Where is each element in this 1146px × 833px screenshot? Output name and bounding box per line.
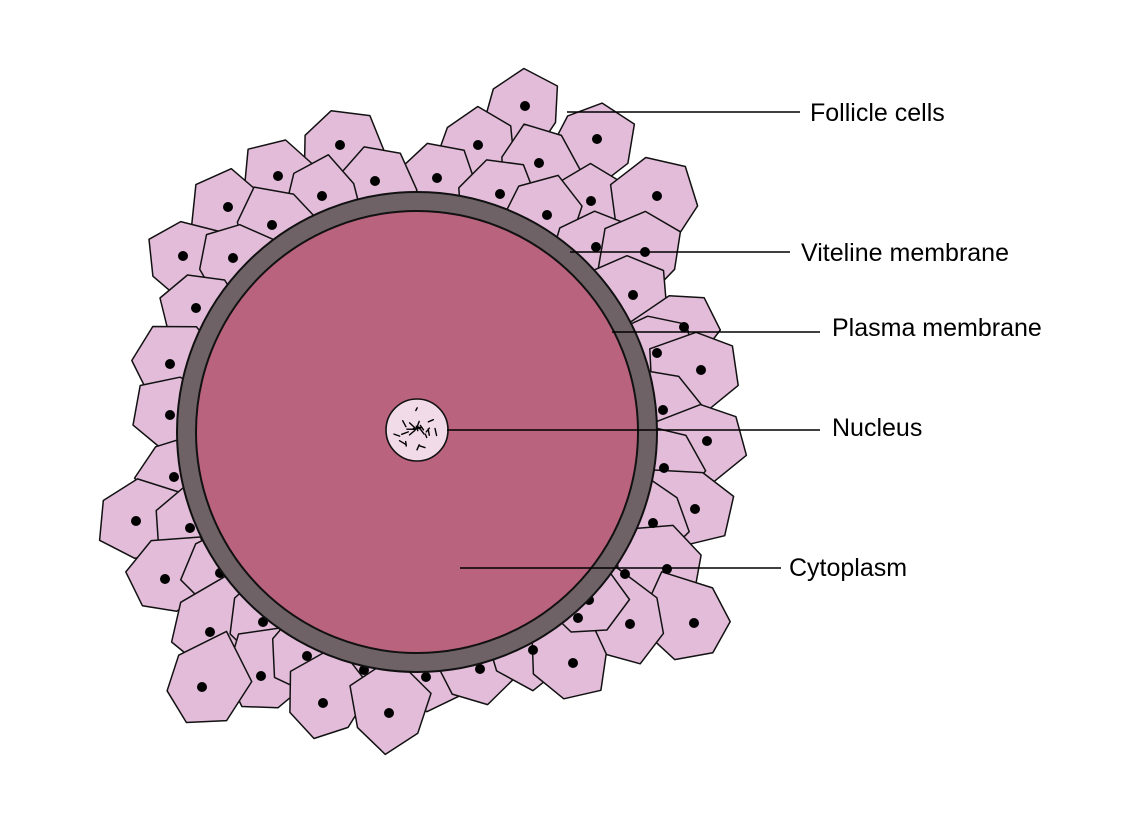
chromatin-speck [408,429,416,436]
follicle-cell-nucleus [205,627,215,637]
label-cytoplasm: Cytoplasm [789,554,907,582]
follicle-cell-nucleus [178,251,188,261]
follicle-cell-nucleus [160,574,170,584]
follicle-cell-nucleus [628,290,638,300]
follicle-cell-nucleus [592,134,602,144]
follicle-cell-nucleus [652,191,662,201]
chromatin-speck [398,440,407,446]
follicle-cell-nucleus [228,253,238,263]
chromatin-speck [416,420,420,428]
follicle-cell-nucleus [335,140,345,150]
follicle-cell-nucleus [318,698,328,708]
follicle-cell-nucleus [586,196,596,206]
follicle-cell-nucleus [495,189,505,199]
follicle-cell-nucleus [317,191,327,201]
follicle-cell-nucleus [652,348,662,358]
follicle-cell-nucleus [568,658,578,668]
follicle-cell-nucleus [620,569,630,579]
follicle-cell-nucleus [689,618,699,628]
follicle-cell-nucleus [591,242,601,252]
chromatin-speck [401,431,409,435]
follicle-cell-nucleus [432,173,442,183]
follicle-cell-nucleus [256,671,266,681]
chromatin-speck [418,426,425,435]
follicle-cell-nucleus [267,220,277,230]
follicle-cell-nucleus [658,405,668,415]
chromatin-speck [418,445,426,449]
chromatin-speck [424,433,428,439]
follicle-cell-nucleus [169,472,179,482]
label-plasma-membrane: Plasma membrane [832,314,1042,342]
follicle-cell-nucleus [473,140,483,150]
follicle-cell-nucleus [421,672,431,682]
follicle-cell [166,630,253,724]
chromatin-speck [419,424,425,431]
follicle-cell-nucleus [662,564,672,574]
chromatin-speck [427,428,430,436]
chromatin-specks [393,407,438,451]
follicle-cell-nucleus [696,365,706,375]
label-nucleus: Nucleus [832,414,922,442]
follicle-cell-nucleus [475,664,485,674]
follicle-cell-nucleus [690,504,700,514]
chromatin-speck [393,433,401,437]
follicle-cell-nucleus [573,613,583,623]
follicle-cell-nucleus [197,682,207,692]
label-follicle-cells: Follicle cells [810,99,945,127]
chromatin-speck [408,422,417,430]
follicle-cell-nucleus [702,436,712,446]
follicle-cell-nucleus [165,359,175,369]
nucleus [385,398,449,462]
follicle-cell-nucleus [223,202,233,212]
follicle-cell-nucleus [131,516,141,526]
chromatin-speck [416,444,420,451]
follicle-cell-nucleus [384,708,394,718]
follicle-cell-nucleus [534,158,544,168]
follicle-cell-nucleus [542,210,552,220]
follicle-cell-nucleus [528,645,538,655]
follicle-cell-nucleus [191,303,201,313]
chromatin-speck [402,420,407,428]
follicle-cell-nucleus [520,101,530,111]
label-viteline-membrane: Viteline membrane [801,239,1009,267]
follicle-cell-nucleus [302,651,312,661]
follicle-cell-nucleus [625,619,635,629]
follicle-cell-nucleus [370,176,380,186]
chromatin-speck [427,419,434,423]
follicle-cell-nucleus [185,523,195,533]
follicle-cell-nucleus [258,617,268,627]
chromatin-speck [415,407,418,412]
follicle-cell-nucleus [165,410,175,420]
follicle-cell-nucleus [648,518,658,528]
follicle-cell-nucleus [659,463,669,473]
follicle-cell-nucleus [273,171,283,181]
follicle-cell-nucleus [679,322,689,332]
chromatin-speck [434,427,438,437]
